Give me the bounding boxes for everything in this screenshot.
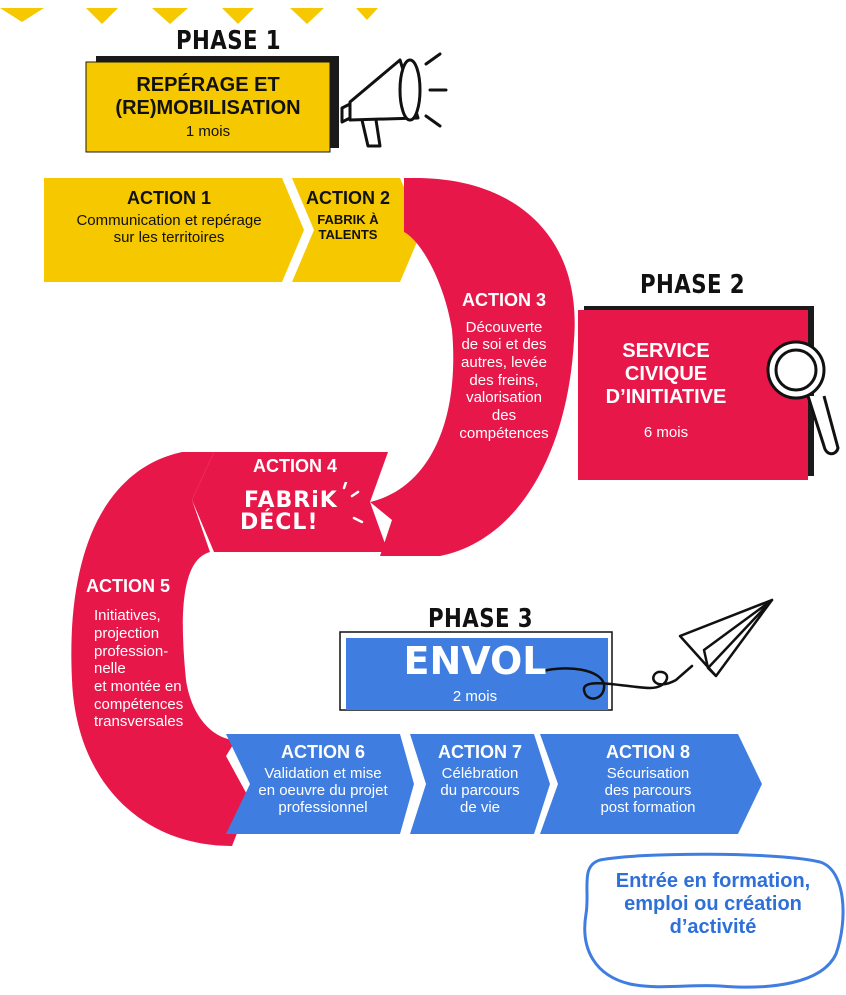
action4-shape: [192, 452, 388, 552]
logo-line1: FABRiK: [244, 488, 338, 513]
phase1-title: PHASE 1: [176, 26, 282, 56]
action2-line2: TALENTS: [318, 226, 378, 242]
action2-title: ACTION 2: [305, 188, 390, 208]
action8-line: Sécurisation: [606, 764, 690, 782]
action8-title: ACTION 8: [605, 742, 690, 762]
action3-line: des: [491, 407, 517, 425]
logo-line2: DÉCL!: [240, 510, 319, 535]
flight-trail: [536, 664, 694, 700]
phase2-box-line3: D’INITIATIVE: [605, 386, 727, 408]
action1-title: ACTION 1: [126, 188, 211, 208]
action4-title: ACTION 4: [252, 456, 337, 476]
phase3-title: PHASE 3: [428, 604, 534, 634]
action5-line: et montée en: [94, 677, 182, 695]
action3-line: valorisation: [466, 389, 542, 407]
action5-line: profession-: [94, 642, 169, 660]
phase2-box-line2: CIVIQUE: [624, 363, 708, 385]
action5-line: Initiatives,: [94, 607, 161, 625]
phase1-box-line2: (RE)MOBILISATION: [115, 97, 301, 119]
phase2-duration: 6 mois: [643, 424, 689, 441]
megaphone-icon: [340, 52, 448, 148]
action8-shape: [540, 734, 762, 834]
action6-title: ACTION 6: [280, 742, 365, 762]
action8-line: post formation: [600, 799, 696, 817]
top-triangles: [0, 8, 378, 24]
phase2-box: [578, 310, 808, 480]
action3-line: de soi et des: [461, 336, 547, 354]
action7-line: du parcours: [440, 781, 520, 799]
magnifier-icon: [766, 340, 840, 456]
action7-line: de vie: [459, 799, 501, 817]
phase2-title: PHASE 2: [640, 270, 746, 300]
action7-shape: [410, 734, 550, 834]
action2-shape: [292, 178, 422, 282]
action3-line: compétences: [459, 424, 549, 442]
action7-title: ACTION 7: [437, 742, 522, 762]
phase3-box-title: ENVOL: [403, 639, 547, 683]
action5-line: compétences: [94, 695, 184, 713]
action6-line: Validation et mise: [264, 764, 382, 782]
action3-line: Découverte: [465, 318, 543, 336]
action3-line: des freins,: [469, 371, 539, 389]
action5-line: projection: [94, 624, 160, 642]
action5-line: nelle: [94, 660, 126, 678]
action6-line: en oeuvre du projet: [258, 781, 388, 799]
phase2-box-line1: SERVICE: [622, 340, 710, 362]
action7-line: Célébration: [441, 764, 519, 782]
action3-title: ACTION 3: [461, 290, 546, 310]
phase1-duration: 1 mois: [185, 123, 231, 140]
action6-line: professionnel: [278, 799, 368, 817]
action6-shape: [226, 734, 414, 834]
action5-shape: [71, 452, 250, 846]
action5-title: ACTION 5: [86, 576, 171, 596]
paper-plane-icon: [678, 598, 774, 678]
action5-line: transversales: [94, 713, 184, 731]
outcome-line1: Entrée en formation,: [615, 870, 811, 892]
phase3-box: [346, 638, 608, 710]
phase1-box-line1: REPÉRAGE ET: [136, 74, 280, 96]
action2-line1: FABRIK À: [317, 211, 379, 227]
action8-line: des parcours: [604, 781, 692, 799]
action1-line2: sur les territoires: [113, 228, 225, 246]
red-path: [370, 178, 575, 556]
phase3-duration: 2 mois: [452, 688, 498, 705]
outcome-line3: d’activité: [669, 916, 757, 938]
logo-spark-icon: [342, 482, 364, 524]
fabrik-decli-logo: FABRiK DÉCL!: [226, 482, 366, 535]
outcome-line2: emploi ou création: [624, 893, 802, 915]
action1-shape: [44, 178, 304, 282]
action3-line: autres, levée: [461, 354, 547, 372]
phase1-box: [85, 61, 331, 153]
action1-line1: Communication et repérage: [76, 211, 262, 229]
outcome-cloud: [583, 852, 845, 989]
